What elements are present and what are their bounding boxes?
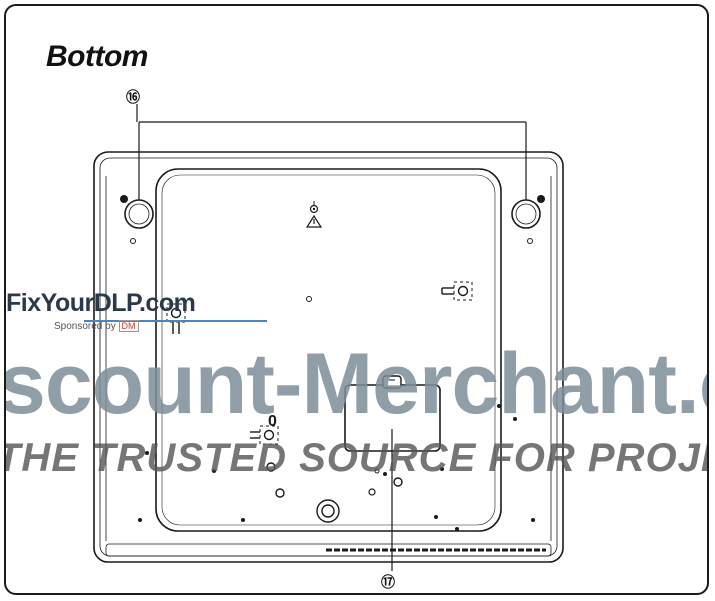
screw-hole — [434, 515, 438, 519]
feet-callout-bracket — [136, 104, 527, 200]
screw-hole — [513, 417, 517, 421]
watermark-brand: scount-Merchant.co — [4, 336, 707, 432]
watermark-site: FixYourDLP.com — [6, 289, 196, 317]
diagram-frame: ⑯ — [4, 4, 709, 595]
front-vent-strip — [105, 543, 552, 557]
callout-feet: ⑯ — [126, 89, 140, 106]
screw-hole — [266, 462, 276, 472]
projector-body-outline — [93, 151, 564, 563]
zero-mark: 0 — [268, 413, 277, 430]
page-title: Bottom — [46, 40, 148, 73]
screw-hole — [212, 469, 216, 473]
right-foot — [511, 195, 545, 229]
center-foot — [316, 499, 340, 523]
watermark-sponsor: Sponsored by DM — [54, 320, 139, 332]
tilt-mount-icon — [441, 281, 473, 301]
screw-hole — [527, 238, 533, 244]
screw-hole — [275, 488, 285, 498]
warning-triangle-icon — [305, 201, 323, 228]
screw-hole — [138, 518, 142, 522]
screw-hole — [374, 468, 380, 474]
screw-hole — [383, 472, 387, 476]
screw-hole — [145, 451, 149, 455]
left-foot — [120, 195, 154, 229]
bottom-plate — [155, 168, 502, 532]
screw-hole — [440, 467, 444, 471]
watermark-sponsor-logo: DM — [118, 320, 139, 332]
screw-hole — [531, 518, 535, 522]
watermark-sponsor-prefix: Sponsored by — [54, 321, 116, 332]
screw-hole — [130, 238, 136, 244]
watermark-underline — [84, 320, 267, 322]
screw-hole — [306, 296, 312, 302]
watermark-tagline: THE TRUSTED SOURCE FOR PROJECTO — [4, 436, 707, 480]
screw-hole — [393, 477, 403, 487]
tilt-mount-icon — [250, 425, 279, 445]
screw-hole — [455, 527, 459, 531]
projector-bottom-diagram: ⑯ — [93, 89, 564, 591]
callout-lamp-cover: ⑰ — [381, 574, 395, 591]
screw-hole — [368, 488, 376, 496]
screw-hole — [497, 404, 501, 408]
screw-hole — [241, 518, 245, 522]
tilt-mount-icon — [166, 303, 186, 334]
